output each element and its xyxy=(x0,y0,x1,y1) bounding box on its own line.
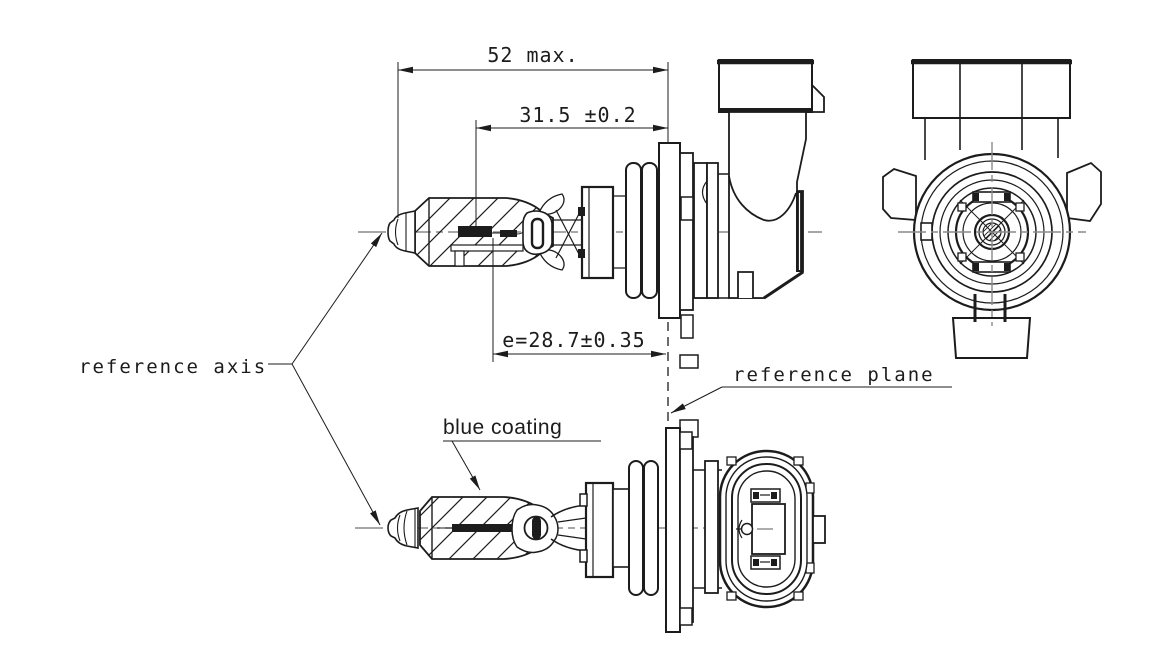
filament-bottom xyxy=(452,524,522,532)
dim-overall-length-text: 52 max. xyxy=(487,43,578,67)
bottom-side-view xyxy=(355,427,826,633)
connector-face-view xyxy=(718,449,826,609)
base-collar-bottom xyxy=(584,481,615,579)
flange-bottom xyxy=(665,427,681,633)
right-lug xyxy=(1066,161,1102,222)
connector-key-tab xyxy=(812,515,826,544)
dim-tip-to-plane-text: 31.5 ±0.2 xyxy=(519,103,636,127)
connector-housing xyxy=(718,59,813,113)
dimension-overall-length: 52 max. xyxy=(398,43,668,74)
bulb-tip xyxy=(387,210,416,254)
axial-crosshair xyxy=(898,142,1086,326)
label-reference-plane: reference plane xyxy=(670,364,952,414)
label-blue-coating: blue coating xyxy=(443,416,601,491)
dimension-tip-to-plane: 31.5 ±0.2 xyxy=(476,103,668,132)
reference-plane-text: reference plane xyxy=(733,364,935,386)
bulb-tip-bottom xyxy=(387,507,419,549)
axial-connector-housing xyxy=(912,59,1071,119)
flange xyxy=(658,142,681,319)
blue-coating-text: blue coating xyxy=(443,416,562,439)
reference-axis-text: reference axis xyxy=(79,356,267,378)
left-lug xyxy=(882,168,917,221)
label-reference-axis: reference axis xyxy=(79,232,383,526)
filament xyxy=(458,226,492,237)
dimension-light-center: e=28.7±0.35 xyxy=(493,328,666,358)
connector-side-view xyxy=(717,59,825,300)
dimensioning: 52 max. 31.5 ±0.2 e=28.7±0.35 reference … xyxy=(79,43,952,526)
axial-view xyxy=(882,59,1102,359)
connector-body xyxy=(728,111,807,299)
base-collar xyxy=(580,185,615,280)
top-side-view xyxy=(358,59,825,339)
connector-latch xyxy=(811,82,825,113)
dim-light-center-text: e=28.7±0.35 xyxy=(502,328,645,352)
